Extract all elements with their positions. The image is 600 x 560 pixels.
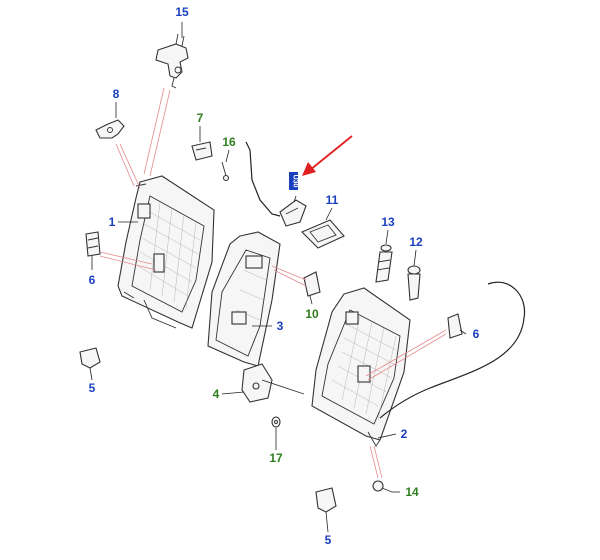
callout-5-left: 5	[89, 381, 96, 395]
callout-14: 14	[405, 485, 419, 499]
part-u30-cover	[279, 199, 307, 227]
part-11-bezel	[301, 219, 345, 249]
callout-10: 10	[305, 307, 319, 321]
part-17-washer	[271, 416, 281, 428]
red-pointer-arrow	[302, 135, 353, 176]
part-10-bracket	[303, 271, 321, 297]
callout-2: 2	[401, 427, 408, 441]
callout-7: 7	[197, 111, 204, 125]
callout-11: 11	[326, 193, 339, 207]
part-5-bracket-left	[79, 347, 101, 369]
part-5-bracket-bottom	[315, 487, 337, 513]
callout-1: 1	[109, 215, 116, 229]
part-14-bolt	[372, 480, 393, 493]
callout-17: 17	[269, 451, 283, 465]
part-1-seatback-left	[117, 175, 215, 329]
part-16-bolt	[221, 161, 230, 182]
leader-lines-black	[89, 22, 467, 533]
part-6-latch-left	[85, 231, 101, 257]
part-4-hinge	[241, 363, 305, 403]
callout-labels: 15 8 7 16 11 1 13 12 6 10 3 6 5 4 2 17 1…	[89, 5, 480, 547]
callout-12: 12	[409, 235, 423, 249]
part-3-center-frame	[207, 231, 281, 367]
callout-6-right: 6	[473, 327, 480, 341]
u30-label-text: U30	[292, 175, 299, 188]
callout-13: 13	[381, 215, 395, 229]
cable-left	[245, 141, 281, 217]
part-6-latch-right	[447, 313, 463, 339]
part-15-latch	[155, 33, 189, 89]
callout-5-bottom: 5	[325, 533, 332, 547]
part-13-cylinder	[375, 244, 393, 283]
part-2-seatback-right	[311, 287, 411, 447]
leader-lines-red	[99, 87, 447, 479]
callout-16: 16	[222, 135, 236, 149]
part-12-pin	[407, 265, 421, 301]
part-8-bracket	[95, 119, 125, 139]
callout-8: 8	[113, 87, 120, 101]
callout-3: 3	[277, 319, 284, 333]
callout-4: 4	[213, 387, 220, 401]
u30-label-box: U30	[289, 172, 299, 190]
callout-6-left: 6	[89, 273, 96, 287]
callout-15: 15	[175, 5, 189, 19]
part-7-clip	[191, 141, 213, 161]
cable-right	[379, 281, 526, 419]
